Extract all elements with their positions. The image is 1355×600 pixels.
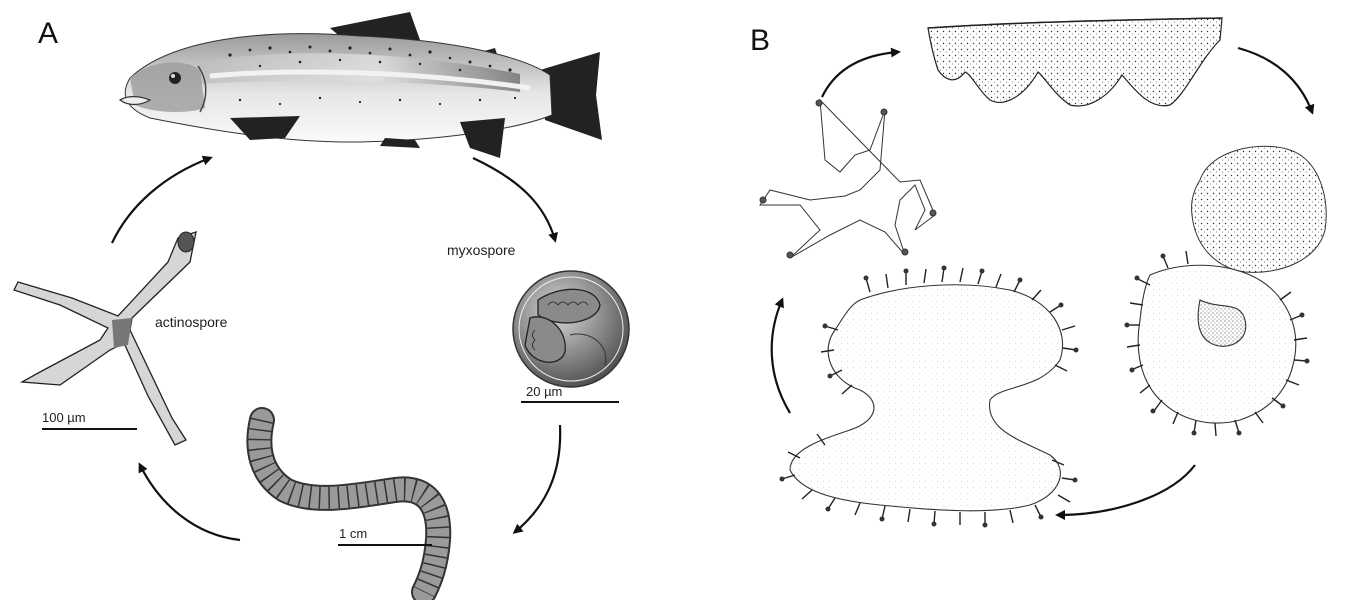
pansporocyst-illustration — [1192, 146, 1327, 272]
arrow-actinospore-to-fish — [112, 158, 210, 243]
intestinal-epithelium-illustration — [928, 18, 1222, 106]
panel-b-letter: B — [750, 24, 770, 57]
colony-illustration-left — [780, 266, 1079, 528]
panel-b: B — [750, 18, 1326, 528]
triactinomyxon-illustration — [760, 100, 936, 258]
arrow-worm-to-actinospore — [140, 465, 240, 540]
myxospore-label: myxospore — [447, 242, 516, 258]
worm-illustration — [259, 420, 438, 592]
colony-illustration-right — [1125, 251, 1310, 436]
actinospore-scale-label: 100 µm — [42, 410, 86, 425]
worm-scale-label: 1 cm — [339, 526, 367, 541]
arrow-myxospore-to-worm — [515, 425, 560, 532]
actinospore-label: actinospore — [155, 314, 228, 330]
panel-a: A — [14, 12, 629, 592]
arrow-colony-to-triactinomyxon — [772, 300, 790, 413]
arrow-triactinomyxon-to-epithelium — [822, 52, 898, 97]
arrow-colony-right-to-left — [1058, 465, 1195, 515]
arrow-fish-to-myxospore — [473, 158, 555, 240]
arrow-epithelium-to-cyst — [1238, 48, 1312, 112]
myxospore-illustration — [513, 271, 629, 387]
panel-a-letter: A — [38, 17, 58, 50]
myxospore-scale-label: 20 µm — [526, 384, 562, 399]
trout-illustration — [120, 12, 602, 158]
